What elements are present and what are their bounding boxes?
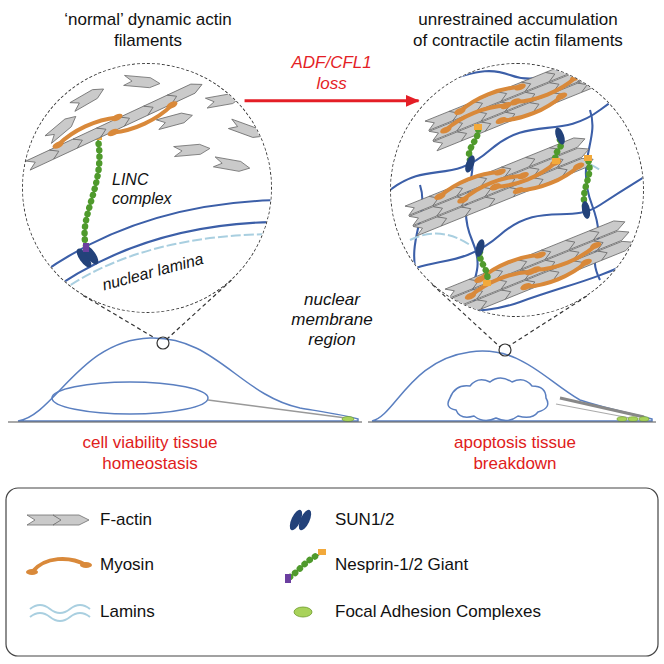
- legend-nesprin-sample: [290, 554, 320, 577]
- nesprin-chain: [584, 155, 592, 161]
- actin-filament: [23, 74, 207, 176]
- legend-factin-sample: [27, 515, 89, 525]
- actin-bundle: [438, 78, 569, 148]
- sun-protein: [553, 126, 567, 146]
- structure-label: nuclear lamina: [100, 249, 205, 294]
- healthy-cell: [52, 382, 208, 414]
- actin-bundle: [455, 148, 586, 218]
- legend-frame: [6, 488, 658, 656]
- apoptotic-cell: [639, 417, 649, 422]
- apoptotic-cell: [372, 351, 652, 421]
- actin-bundle: [429, 59, 611, 140]
- transition-arrow: [245, 99, 419, 102]
- actin-monomers: [45, 113, 79, 144]
- actin-bundle: [449, 227, 631, 308]
- legend-nesprin-sample: [285, 549, 326, 583]
- substrate-line: [8, 421, 362, 422]
- legend-nesprin-sample: [290, 554, 320, 577]
- actin-monomers: [45, 75, 266, 173]
- healthy-cell: [157, 337, 169, 349]
- legend-text: SUN1/2: [335, 509, 395, 531]
- zoom-leader: [83, 295, 158, 340]
- legend-sun-sample: [296, 508, 313, 532]
- healthy-cell: [18, 338, 358, 421]
- legend-lamins-sample: [30, 613, 90, 621]
- outcome-label: cell viability tissue homeostasis: [70, 432, 230, 474]
- legend-text: Lamins: [100, 601, 155, 623]
- apoptotic-cell: [628, 417, 638, 422]
- apoptotic-cell: [617, 417, 627, 422]
- legend-lamins-sample: [30, 605, 90, 613]
- normal-actin-scene: [20, 74, 290, 308]
- legend-text: Nesprin-1/2 Giant: [335, 554, 468, 576]
- nesprin-chain: [83, 243, 89, 252]
- legend-myosin-sample: [26, 559, 92, 575]
- nesprin-chain: [584, 160, 590, 206]
- zoom-leader: [167, 280, 232, 339]
- legend-factin-sample: [53, 515, 89, 525]
- contractile-actin-scene: [390, 48, 655, 322]
- nesprin-chain: [483, 280, 491, 286]
- zoom-leader: [509, 296, 587, 346]
- outcome-label: apoptosis tissue breakdown: [435, 432, 595, 474]
- nesprin-chain: [469, 128, 478, 160]
- legend-lamins-sample: [30, 605, 90, 621]
- region-label: nuclear membrane region: [287, 290, 377, 350]
- zoom-circle: unrestrained accumulation of contractile…: [390, 63, 644, 317]
- legend-myosin-sample: [80, 562, 92, 568]
- legend-myosin-sample: [32, 559, 86, 572]
- actin-monomers: [205, 92, 242, 108]
- nesprin-chain: [584, 160, 590, 206]
- actin-monomers: [156, 111, 193, 130]
- panel-heading: unrestrained accumulation of contractile…: [410, 9, 626, 51]
- sun-protein: [463, 154, 477, 174]
- actin-monomers: [228, 119, 265, 141]
- actin-monomers: [174, 143, 211, 156]
- arrow-label: ADF/CFL1 loss: [287, 52, 377, 94]
- actin-bundle: [445, 216, 636, 320]
- legend-text: F-actin: [100, 509, 152, 531]
- legend-nesprin-sample: [285, 574, 291, 583]
- nesprin-chain: [474, 124, 482, 130]
- apoptotic-cell: [448, 378, 548, 421]
- nesprin-chain: [85, 140, 100, 246]
- actin-monomers: [213, 157, 250, 173]
- healthy-cell: [342, 417, 354, 422]
- sun-protein: [463, 126, 591, 258]
- legend-text: Myosin: [100, 554, 154, 576]
- legend-sun-sample: [287, 508, 313, 532]
- nesprin-chain: [480, 252, 488, 282]
- nesprin-chain: [552, 158, 560, 164]
- normal-actin-scene: [28, 222, 290, 308]
- substrate-line: [8, 421, 656, 422]
- actin-bundle: [409, 144, 591, 225]
- sun-protein: [81, 243, 101, 266]
- healthy-cell: [18, 337, 358, 422]
- apoptotic-cell: [372, 344, 652, 421]
- sun-protein: [474, 238, 486, 257]
- apoptotic-cell: [556, 404, 630, 418]
- actin-monomers: [124, 75, 161, 88]
- apoptotic-cell: [499, 344, 511, 356]
- sun-protein: [580, 200, 591, 219]
- legend-text: Focal Adhesion Complexes: [335, 601, 541, 623]
- substrate-line: [368, 421, 656, 422]
- sun-protein: [74, 243, 101, 269]
- nesprin-chain: [480, 252, 488, 282]
- nesprin-chain: [85, 140, 100, 246]
- nesprin-chain: [83, 134, 102, 252]
- legend-myosin-sample: [26, 569, 38, 575]
- legend-focal-adhesion-sample: [294, 607, 312, 617]
- legend-nesprin-sample: [318, 549, 326, 555]
- complex-label: LINC complex: [112, 170, 174, 208]
- actin-monomers: [70, 85, 106, 112]
- actin-bundle: [405, 133, 596, 237]
- healthy-cell: [208, 400, 346, 418]
- contractile-actin-scene: [420, 50, 600, 79]
- panel-heading: ‘normal’ dynamic actin filaments: [48, 9, 248, 51]
- zoom-leader: [432, 284, 500, 347]
- nesprin-chain: [469, 128, 478, 160]
- nesprin-chain: [469, 124, 592, 286]
